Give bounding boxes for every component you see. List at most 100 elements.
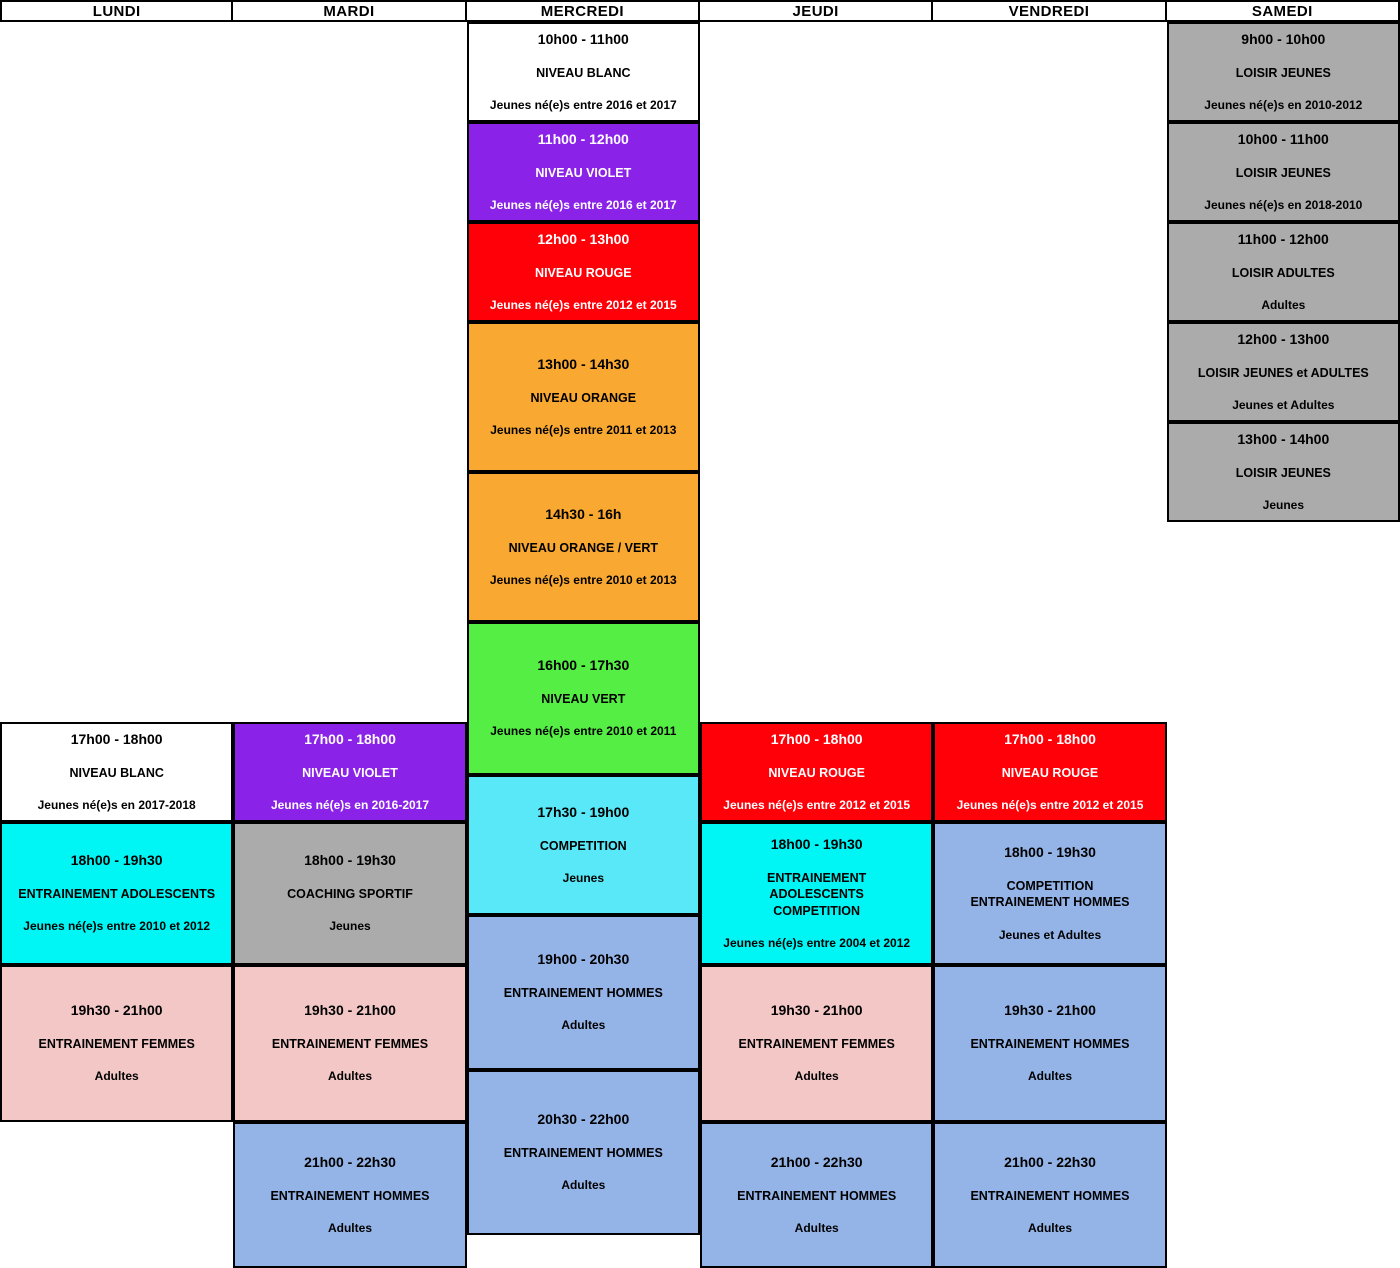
session-time: 19h30 - 21h00 (304, 1002, 396, 1019)
session-title: ENTRAINEMENT HOMMES (503, 1146, 663, 1161)
session-time: 12h00 - 13h00 (537, 230, 630, 247)
session-audience: Jeunes né(e)s en 2010-2012 (1204, 97, 1363, 112)
session-time: 17h30 - 19h00 (537, 803, 630, 820)
day-header-jeudi: JEUDI (699, 0, 934, 22)
session-time: 10h00 - 11h00 (537, 30, 629, 47)
session-audience: Adultes (794, 1220, 839, 1235)
session-title: LOISIR JEUNES (1235, 65, 1331, 80)
session-title: NIVEAU BLANC (69, 765, 164, 780)
session-title: LOISIR ADULTES (1231, 265, 1335, 280)
session-title: LOISIR JEUNES (1235, 165, 1331, 180)
session-time: 21h00 - 22h30 (304, 1153, 396, 1170)
session-title: NIVEAU ORANGE / VERT (508, 540, 658, 555)
session-audience: Jeunes et Adultes (1232, 397, 1335, 412)
session-time: 9h00 - 10h00 (1241, 30, 1326, 47)
session-time: 19h30 - 21h00 (1004, 1002, 1096, 1019)
session-audience: Jeunes né(e)s en 2016-2017 (270, 797, 430, 812)
session-time: 11h00 - 12h00 (1237, 230, 1329, 247)
session-time: 18h00 - 19h30 (304, 852, 396, 869)
session-audience: Adultes (1261, 297, 1306, 312)
session-time: 21h00 - 22h30 (1004, 1153, 1096, 1170)
session-audience: Jeunes (329, 919, 371, 934)
session-audience: Adultes (1027, 1069, 1072, 1084)
session-time: 16h00 - 17h30 (537, 657, 630, 674)
session-title: ENTRAINEMENT FEMMES (271, 1037, 429, 1052)
session-audience: Adultes (327, 1220, 372, 1235)
session-title: COACHING SPORTIF (287, 887, 413, 902)
session-audience: Jeunes né(e)s en 2017-2018 (37, 797, 196, 812)
session-time: 19h00 - 20h30 (537, 951, 630, 968)
session-time: 13h00 - 14h30 (537, 355, 630, 372)
session-audience: Adultes (561, 1018, 606, 1033)
session-audience: Jeunes né(e)s entre 2004 et 2012 (723, 935, 911, 950)
session-time: 18h00 - 19h30 (770, 835, 863, 852)
session-audience: Jeunes né(e)s entre 2012 et 2015 (956, 797, 1144, 812)
session-title: NIVEAU VERT (541, 692, 626, 707)
session-title: ENTRAINEMENT HOMMES (737, 1188, 897, 1203)
session-audience: Jeunes né(e)s entre 2012 et 2015 (489, 297, 677, 312)
session-title: LOISIR JEUNES et ADULTES (1197, 365, 1369, 380)
session-time: 17h00 - 18h00 (304, 730, 396, 747)
session-audience: Jeunes né(e)s entre 2016 et 2017 (489, 197, 677, 212)
session-time: 14h30 - 16h (545, 505, 622, 522)
session-time: 17h00 - 18h00 (1004, 730, 1096, 747)
day-header-vendredi: VENDREDI (933, 0, 1167, 22)
session-audience: Jeunes né(e)s entre 2010 et 2013 (489, 572, 677, 587)
session-title: COMPETITION (539, 838, 627, 853)
session-time: 11h00 - 12h00 (537, 130, 629, 147)
session-title: NIVEAU VIOLET (302, 765, 398, 780)
session-title: NIVEAU ROUGE (1001, 765, 1099, 780)
session-audience: Jeunes né(e)s entre 2016 et 2017 (489, 97, 677, 112)
session-time: 18h00 - 19h30 (1004, 843, 1096, 860)
session-time: 21h00 - 22h30 (770, 1153, 863, 1170)
session-title: ENTRAINEMENT HOMMES (270, 1188, 430, 1203)
session-audience: Jeunes (562, 870, 604, 885)
session-title: ENTRAINEMENT HOMMES (503, 986, 663, 1001)
session-title: ENTRAINEMENT HOMMES (970, 1037, 1130, 1052)
session-time: 19h30 - 21h00 (70, 1002, 163, 1019)
session-title: ENTRAINEMENT ADOLESCENTS (18, 887, 216, 902)
session-time: 17h00 - 18h00 (770, 730, 863, 747)
session-title: NIVEAU VIOLET (535, 165, 632, 180)
session-title: NIVEAU BLANC (536, 65, 631, 80)
day-header-mardi: MARDI (233, 0, 467, 22)
session-time: 20h30 - 22h00 (537, 1111, 630, 1128)
session-time: 19h30 - 21h00 (770, 1002, 863, 1019)
day-header-samedi: SAMEDI (1166, 0, 1400, 22)
day-header-mercredi: MERCREDI (466, 0, 700, 22)
day-header-lundi: LUNDI (0, 0, 234, 22)
